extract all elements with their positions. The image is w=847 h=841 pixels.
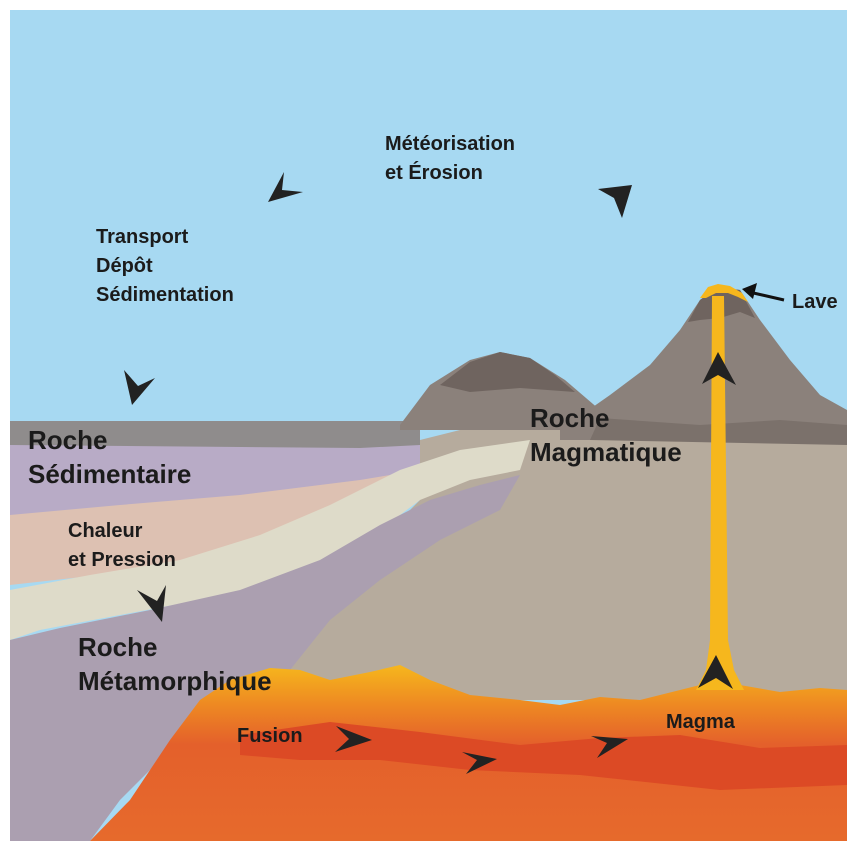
label-heat-pressure-line-2: et Pression [68, 546, 176, 575]
label-fusion: Fusion [237, 722, 303, 751]
label-heat-pressure-line-1: Chaleur [68, 517, 176, 546]
label-igneous-line-1: Roche [530, 401, 682, 435]
label-weathering-line-1: Météorisation [385, 130, 515, 159]
label-transport-line-1: Transport [96, 223, 234, 252]
label-magma: Magma [666, 708, 735, 737]
label-lava: Lave [792, 288, 838, 317]
label-transport-line-3: Sédimentation [96, 281, 234, 310]
label-sedimentary-line-1: Roche [28, 423, 191, 457]
label-metamorphic-line-1: Roche [78, 630, 272, 664]
label-weathering: Météorisation et Érosion [385, 130, 515, 188]
label-sedimentary-line-2: Sédimentaire [28, 457, 191, 491]
label-igneous-line-2: Magmatique [530, 435, 682, 469]
label-weathering-line-2: et Érosion [385, 159, 515, 188]
label-sedimentary-rock: Roche Sédimentaire [28, 423, 191, 491]
label-transport: Transport Dépôt Sédimentation [96, 223, 234, 310]
label-lava-text: Lave [792, 291, 838, 313]
label-igneous-rock: Roche Magmatique [530, 401, 682, 469]
label-transport-line-2: Dépôt [96, 252, 234, 281]
label-magma-text: Magma [666, 711, 735, 733]
label-heat-pressure: Chaleur et Pression [68, 517, 176, 575]
label-metamorphic-rock: Roche Métamorphique [78, 630, 272, 698]
label-fusion-text: Fusion [237, 725, 303, 747]
label-metamorphic-line-2: Métamorphique [78, 664, 272, 698]
